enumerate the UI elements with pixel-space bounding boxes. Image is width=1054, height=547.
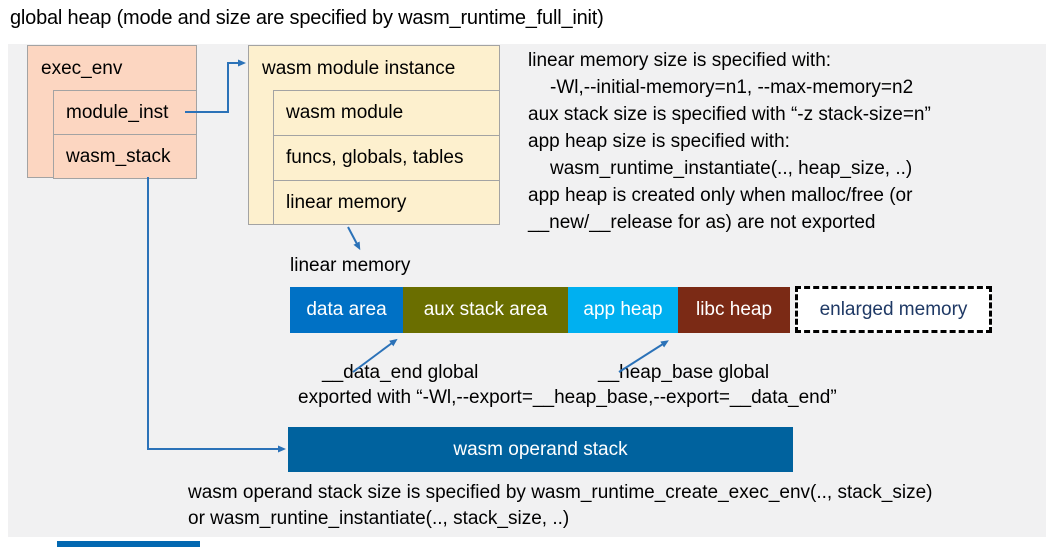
exec-env-row-wasm-stack: wasm_stack: [53, 134, 197, 179]
wasm-module-instance-header: wasm module instance: [262, 58, 456, 79]
note-line: __new/__release for as) are not exported: [528, 212, 876, 233]
exec-env-header: exec_env: [41, 58, 123, 79]
linear-memory-label: linear memory: [290, 255, 411, 276]
note-line: wasm_runtime_instantiate(.., heap_size, …: [550, 158, 913, 179]
linear-memory-bar: data area aux stack area app heap libc h…: [290, 287, 790, 333]
note-line: app heap size is specified with:: [528, 131, 790, 152]
segment-enlarged-memory: enlarged memory: [795, 286, 992, 333]
module-instance-row-wasm-module: wasm module: [273, 90, 500, 136]
linear-memory-notes: linear memory size is specified with: -W…: [528, 47, 1043, 236]
note-line: app heap is created only when malloc/fre…: [528, 185, 913, 206]
wasm-operand-stack-bar: wasm operand stack: [288, 427, 793, 472]
heap-base-global-annotation: __heap_base global: [598, 362, 770, 383]
note-line: or wasm_runtine_instantiate(.., stack_si…: [188, 508, 570, 529]
note-line: aux stack size is specified with “-z sta…: [528, 104, 931, 125]
data-end-global-annotation: __data_end global: [322, 362, 479, 383]
exec-env-row-module-inst: module_inst: [53, 90, 197, 135]
wasm-module-instance-box: wasm module instance wasm module funcs, …: [248, 45, 500, 225]
segment-app-heap: app heap: [568, 287, 678, 333]
exported-with-annotation: exported with “-Wl,--export=__heap_base,…: [298, 387, 837, 408]
segment-aux-stack-area: aux stack area: [403, 287, 568, 333]
note-line: wasm operand stack size is specified by …: [188, 482, 933, 503]
exec-env-box: exec_env module_inst wasm_stack: [27, 45, 197, 179]
module-instance-row-linear-memory: linear memory: [273, 180, 500, 225]
operand-stack-notes: wasm operand stack size is specified by …: [188, 480, 933, 532]
bottom-blue-strip: [57, 541, 200, 547]
segment-libc-heap: libc heap: [678, 287, 790, 333]
note-line: -Wl,--initial-memory=n1, --max-memory=n2: [550, 77, 914, 98]
diagram-title: global heap (mode and size are specified…: [10, 7, 604, 29]
note-line: linear memory size is specified with:: [528, 50, 832, 71]
segment-data-area: data area: [290, 287, 403, 333]
module-instance-row-funcs-globals-tables: funcs, globals, tables: [273, 135, 500, 181]
